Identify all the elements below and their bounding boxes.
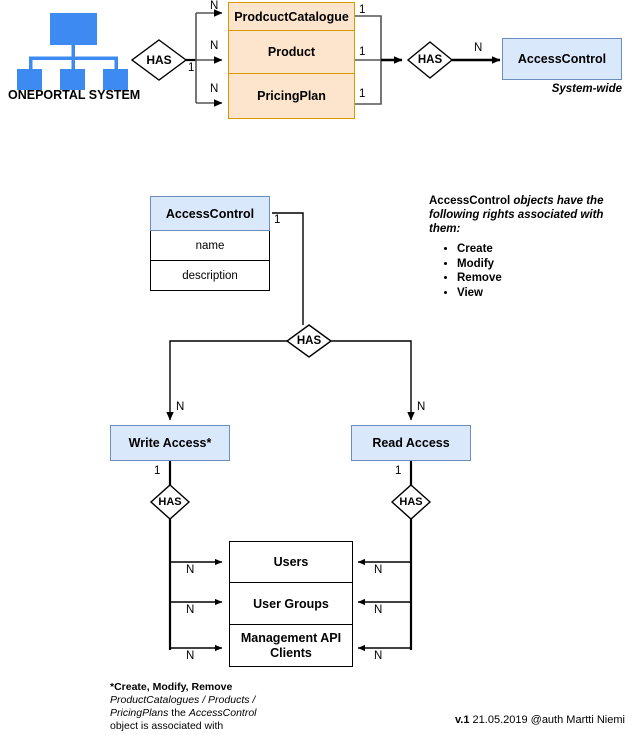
- cardinality-pricingplan-n: N: [210, 83, 219, 95]
- cardinality-top-left-one: 1: [188, 62, 195, 74]
- version-line: v.1 21.05.2019 @auth Martti Niemi: [455, 714, 625, 726]
- cardinality-write-n: N: [176, 401, 185, 413]
- entity-management-api-clients-label: Management API Clients: [240, 630, 342, 660]
- cardinality-product-one: 1: [359, 46, 366, 58]
- cardinality-pricingplan-one: 1: [359, 88, 366, 100]
- entity-prodcuctcatalogue-label: ProdcuctCatalogue: [234, 9, 349, 24]
- attribute-description[interactable]: description: [150, 261, 270, 291]
- footnote-line-3-a: PricingPlans: [110, 707, 169, 719]
- cardinality-catalogue-n: N: [210, 0, 219, 12]
- rights-note-lead: AccessControl objects have the following…: [429, 194, 625, 236]
- cardinality-catalogue-one: 1: [359, 4, 366, 16]
- rights-list: Create Modify Remove View: [429, 242, 625, 300]
- has-diamond-top-left: [130, 39, 188, 81]
- entity-management-api-clients[interactable]: Management API Clients: [229, 625, 353, 667]
- rights-note-lead-bold: AccessControl: [429, 195, 511, 207]
- has-diamond-middle: [285, 324, 333, 358]
- cardinality-accesscontrol-n: N: [474, 42, 483, 54]
- entity-read-access-label: Read Access: [372, 436, 450, 450]
- accesscontrol-system-wide-caption: System-wide: [551, 83, 622, 95]
- rights-list-item-remove: Remove: [457, 271, 625, 286]
- entity-accesscontrol-main[interactable]: AccessControl: [150, 196, 270, 231]
- cardinality-read-n: N: [417, 401, 426, 413]
- entity-pricingplan-label: PricingPlan: [257, 89, 326, 103]
- rights-note-lead-rest: objects have the following rights associ…: [429, 195, 604, 235]
- rights-list-item-create: Create: [457, 242, 625, 257]
- entity-product-label: Product: [267, 45, 316, 59]
- rights-list-item-modify: Modify: [457, 257, 625, 272]
- version-rest: 21.05.2019 @auth Martti Niemi: [469, 714, 625, 726]
- cardinality-write-one: 1: [154, 465, 161, 477]
- footnote-line-3: PricingPlans the AccessControl: [110, 707, 360, 720]
- cardinality-users-right-n: N: [374, 564, 383, 576]
- footnote-line-3-c: AccessControl: [188, 707, 257, 719]
- has-diamond-read: [390, 484, 432, 520]
- entity-write-access-label: Write Access*: [128, 436, 212, 450]
- entity-product[interactable]: Product: [228, 31, 355, 74]
- cardinality-usergroups-right-n: N: [374, 604, 383, 616]
- footnote: *Create, Modify, Remove ProductCatalogue…: [110, 681, 360, 733]
- attribute-name-label: name: [195, 239, 225, 252]
- rights-note: AccessControl objects have the following…: [429, 194, 625, 300]
- system-icon-label: ONEPORTAL SYSTEM: [8, 88, 141, 102]
- footnote-line-4: object is associated with: [110, 720, 224, 732]
- cardinality-users-left-n: N: [186, 564, 195, 576]
- entity-read-access[interactable]: Read Access: [351, 425, 471, 461]
- entity-accesscontrol-top-label: AccessControl: [517, 52, 607, 66]
- footnote-line-3-b: the: [168, 707, 189, 719]
- has-diamond-write: [149, 484, 191, 520]
- entity-users-label: Users: [273, 555, 309, 569]
- rights-list-item-view: View: [457, 286, 625, 301]
- entity-user-groups[interactable]: User Groups: [229, 583, 353, 625]
- cardinality-mapi-right-n: N: [374, 650, 383, 662]
- version-number: v.1: [455, 714, 470, 726]
- entity-accesscontrol-main-label: AccessControl: [165, 206, 255, 221]
- entity-prodcuctcatalogue[interactable]: ProdcuctCatalogue: [228, 2, 355, 31]
- attribute-description-label: description: [182, 269, 238, 282]
- cardinality-product-n: N: [210, 40, 219, 52]
- entity-users[interactable]: Users: [229, 541, 353, 583]
- entity-user-groups-label: User Groups: [253, 596, 329, 611]
- cardinality-accesscontrol-main-one: 1: [274, 214, 281, 226]
- entity-accesscontrol-top[interactable]: AccessControl: [502, 38, 622, 80]
- cardinality-mapi-left-n: N: [186, 650, 195, 662]
- footnote-line-1: *Create, Modify, Remove: [110, 681, 233, 693]
- cardinality-usergroups-left-n: N: [186, 604, 195, 616]
- entity-pricingplan[interactable]: PricingPlan: [228, 74, 355, 119]
- attribute-name[interactable]: name: [150, 231, 270, 261]
- cardinality-read-one: 1: [395, 465, 402, 477]
- has-diamond-top-right: [406, 41, 454, 79]
- footnote-line-2: ProductCatalogues / Products /: [110, 694, 256, 706]
- entity-write-access[interactable]: Write Access*: [110, 425, 230, 461]
- org-chart-icon: [17, 13, 128, 90]
